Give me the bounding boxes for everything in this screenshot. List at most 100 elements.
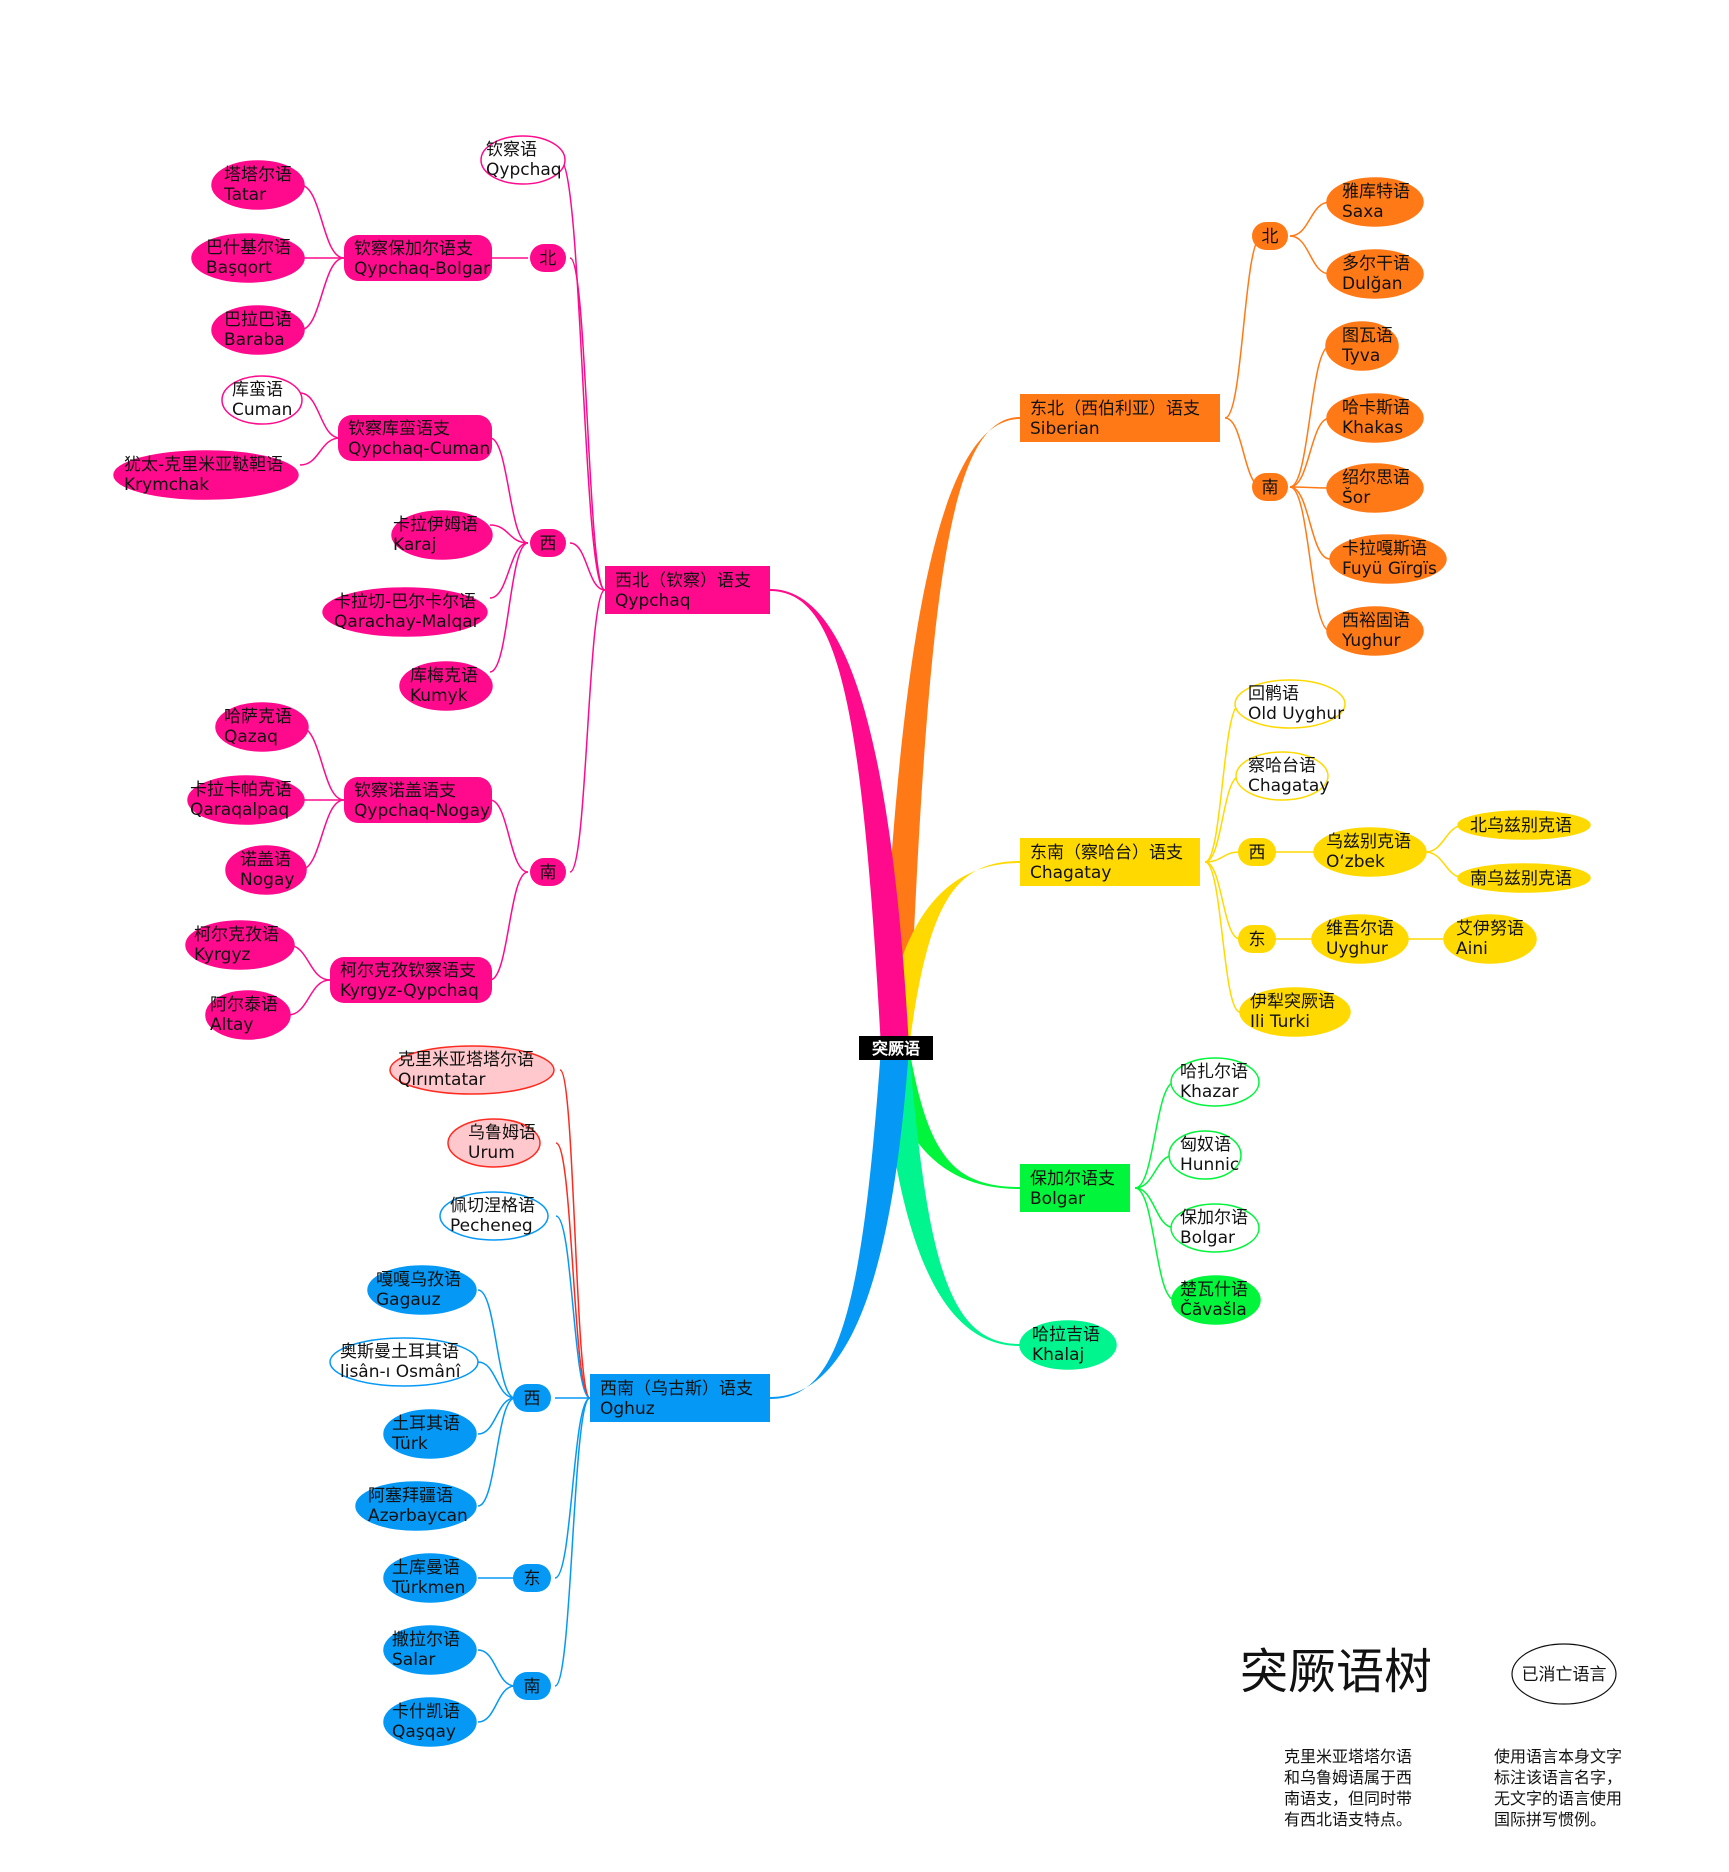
lang-kumyk-shape bbox=[399, 661, 493, 711]
extinct-osmani-shape bbox=[329, 1337, 479, 1387]
oghuz-east-shape bbox=[513, 1564, 551, 1592]
group-qypchaq-nogay-zh: 钦察诺盖语支 bbox=[354, 781, 456, 801]
s-link-north bbox=[1224, 235, 1263, 419]
o-link-east bbox=[554, 1397, 591, 1579]
oghuz-east[interactable]: 东 bbox=[513, 1564, 551, 1592]
lang-yughur-zh: 西裕固语 bbox=[1342, 611, 1410, 631]
note-0-line-2: 南语支，但同时带 bbox=[1284, 1789, 1412, 1808]
lang-urum-latin: Urum bbox=[468, 1143, 515, 1163]
extinct-pecheneg-shape bbox=[439, 1191, 549, 1241]
lang-north-uzbek-zh: 北乌兹别克语 bbox=[1470, 816, 1572, 836]
root-node[interactable]: 突厥语 bbox=[859, 1036, 933, 1060]
extinct-qypchaq-latin: Qypchaq bbox=[486, 160, 562, 180]
siberian-south-label: 南 bbox=[1262, 478, 1279, 498]
lang-qazaq-latin: Qazaq bbox=[224, 727, 278, 747]
siberian-north[interactable]: 北 bbox=[1252, 222, 1288, 250]
extinct-hunnic-latin: Hunnic bbox=[1180, 1155, 1239, 1175]
oghuz-west[interactable]: 西 bbox=[513, 1384, 551, 1412]
lang-baraba-latin: Baraba bbox=[224, 330, 285, 350]
qypchaq-north[interactable]: 北 bbox=[530, 244, 566, 272]
q-link-north bbox=[569, 257, 606, 591]
extinct-hunnic-shape bbox=[1168, 1130, 1242, 1180]
o-s-lang-0 bbox=[477, 1649, 516, 1687]
lang-south-uzbek[interactable]: 南乌兹别克语 bbox=[1457, 863, 1591, 893]
c-w-sub-0 bbox=[1424, 824, 1466, 853]
o-link-south bbox=[554, 1397, 591, 1687]
o-link-crimean-0 bbox=[559, 1069, 591, 1399]
chagatay-east[interactable]: 东 bbox=[1238, 925, 1276, 953]
oghuz-south-label: 南 bbox=[524, 1677, 541, 1697]
qypchaq-west[interactable]: 西 bbox=[530, 529, 566, 557]
extinct-khazar-latin: Khazar bbox=[1180, 1082, 1239, 1102]
lang-azerbaycan-zh: 阿塞拜疆语 bbox=[368, 1486, 453, 1506]
lang-north-uzbek[interactable]: 北乌兹别克语 bbox=[1457, 810, 1591, 840]
lang-baraba-shape bbox=[211, 305, 305, 355]
extinct-cuman-latin: Cuman bbox=[232, 400, 292, 420]
group-kyrgyz-qypchaq-latin: Kyrgyz-Qypchaq bbox=[340, 981, 479, 1001]
q-w-lang-0 bbox=[489, 524, 529, 544]
qypchaq-south[interactable]: 南 bbox=[530, 858, 566, 886]
extinct-bolgar-shape bbox=[1170, 1203, 1260, 1253]
lang-salar-shape bbox=[383, 1625, 477, 1675]
khalaj-branch-zh: 哈拉吉语 bbox=[1032, 1325, 1100, 1345]
chagatay-west[interactable]: 西 bbox=[1238, 838, 1276, 866]
siberian-south[interactable]: 南 bbox=[1252, 473, 1288, 501]
c-link-0 bbox=[1204, 703, 1241, 863]
oghuz-south[interactable]: 南 bbox=[513, 1672, 551, 1700]
lang-bashqort-zh: 巴什基尔语 bbox=[206, 238, 291, 258]
extinct-chagatay-latin: Chagatay bbox=[1248, 776, 1329, 796]
lang-karaj-latin: Karaj bbox=[393, 535, 436, 555]
